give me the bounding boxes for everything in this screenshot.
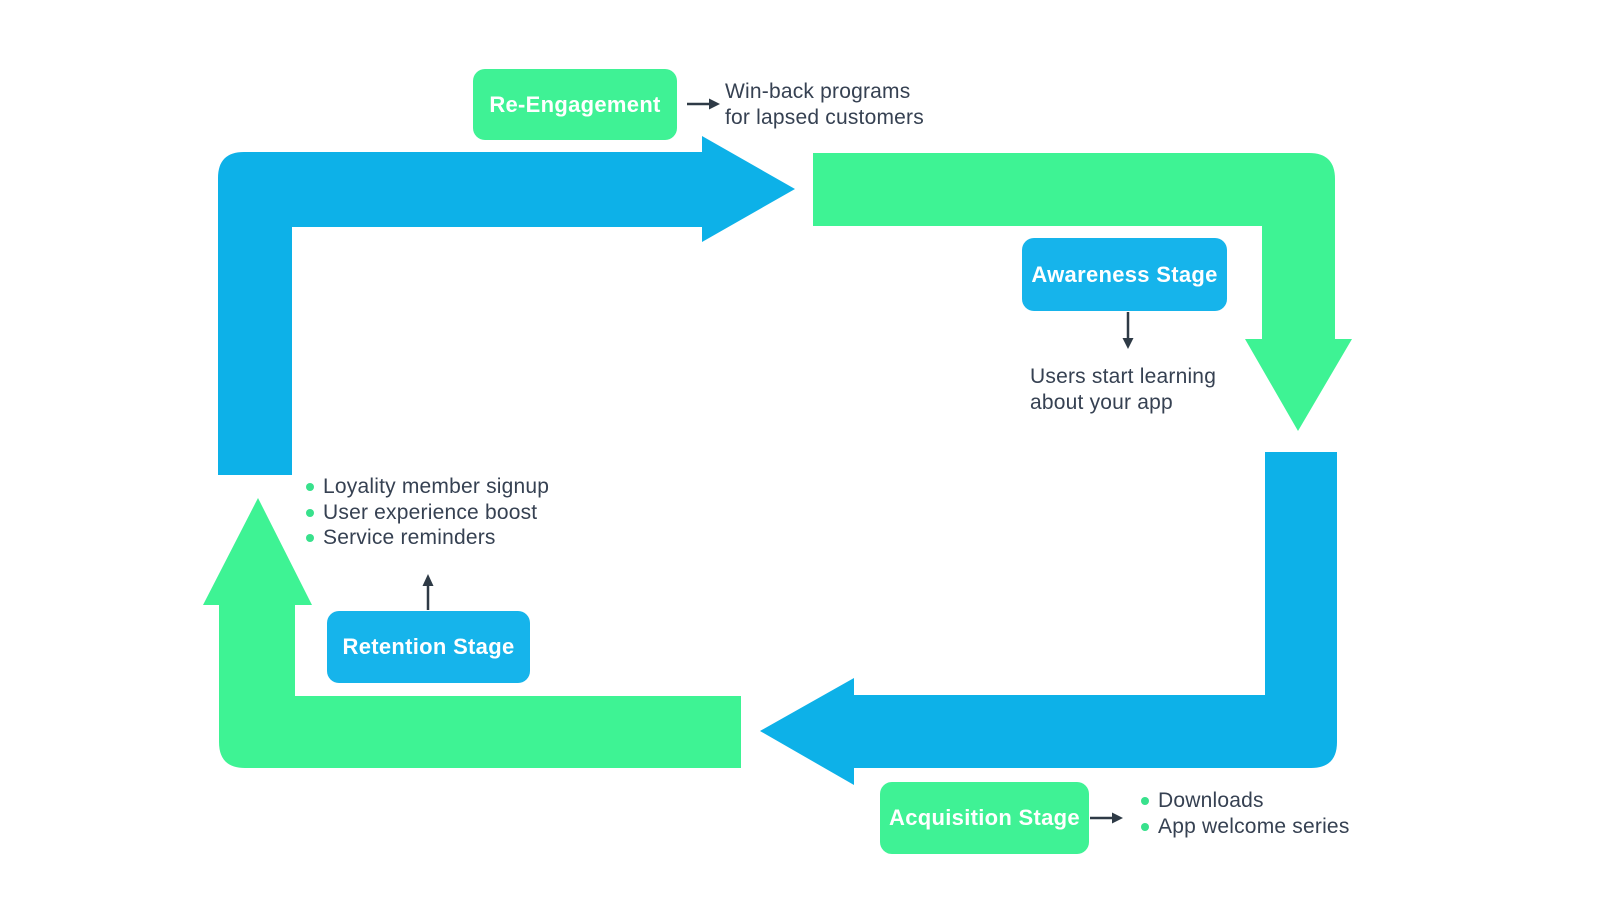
bullet-dot-icon	[1141, 797, 1149, 805]
arrow-up-icon	[422, 574, 434, 586]
list-item: Loyality member signup	[306, 474, 549, 500]
list-item: User experience boost	[306, 500, 549, 526]
list-item: Service reminders	[306, 525, 549, 551]
retention-note-connector	[422, 574, 434, 610]
awareness-to-acquisition-arrow	[760, 452, 1337, 785]
stage-label: Re-Engagement	[489, 91, 661, 117]
bullet-text: App welcome series	[1158, 815, 1350, 838]
bullet-text: Service reminders	[323, 526, 496, 549]
stage-badge-retention: Retention Stage	[327, 611, 530, 683]
arrow-down-icon	[1122, 338, 1134, 349]
bullet-dot-icon	[306, 508, 314, 517]
arrow-right-icon	[1112, 812, 1123, 824]
note-line: about your app	[1030, 391, 1173, 414]
retention-to-reengagement-arrow	[218, 136, 795, 475]
note-line: Users start learning	[1030, 365, 1217, 388]
list-item: Downloads	[1141, 788, 1350, 814]
bullet-dot-icon	[306, 483, 314, 491]
stage-badge-re-engagement: Re-Engagement	[473, 69, 677, 140]
note-line: for lapsed customers	[725, 106, 924, 129]
stage-label: Acquisition Stage	[889, 805, 1080, 830]
re-engagement-note: Win-back programs for lapsed customers	[725, 79, 924, 131]
stage-badge-awareness: Awareness Stage	[1022, 238, 1227, 311]
reengagement-note-connector	[687, 98, 720, 110]
stage-label: Retention Stage	[342, 634, 515, 659]
acquisition-bullet-list: Downloads App welcome series	[1141, 788, 1350, 840]
bullet-text: User experience boost	[323, 500, 538, 524]
acquisition-note-connector	[1090, 812, 1123, 824]
awareness-flow-arrow	[813, 153, 1352, 431]
retention-bullet-list: Loyality member signup User experience b…	[306, 474, 549, 551]
list-item: App welcome series	[1141, 814, 1350, 840]
awareness-note: Users start learning about your app	[1030, 364, 1216, 416]
bullet-dot-icon	[306, 534, 314, 542]
note-line: Win-back programs	[725, 80, 911, 103]
bullet-text: Loyality member signup	[323, 475, 550, 498]
stage-badge-acquisition: Acquisition Stage	[880, 782, 1089, 854]
awareness-note-connector	[1122, 312, 1134, 349]
arrow-right-icon	[709, 98, 720, 110]
bullet-dot-icon	[1141, 823, 1149, 831]
bullet-text: Downloads	[1158, 789, 1264, 812]
stage-label: Awareness Stage	[1031, 261, 1218, 287]
acquisition-to-retention-arrow	[203, 498, 741, 768]
